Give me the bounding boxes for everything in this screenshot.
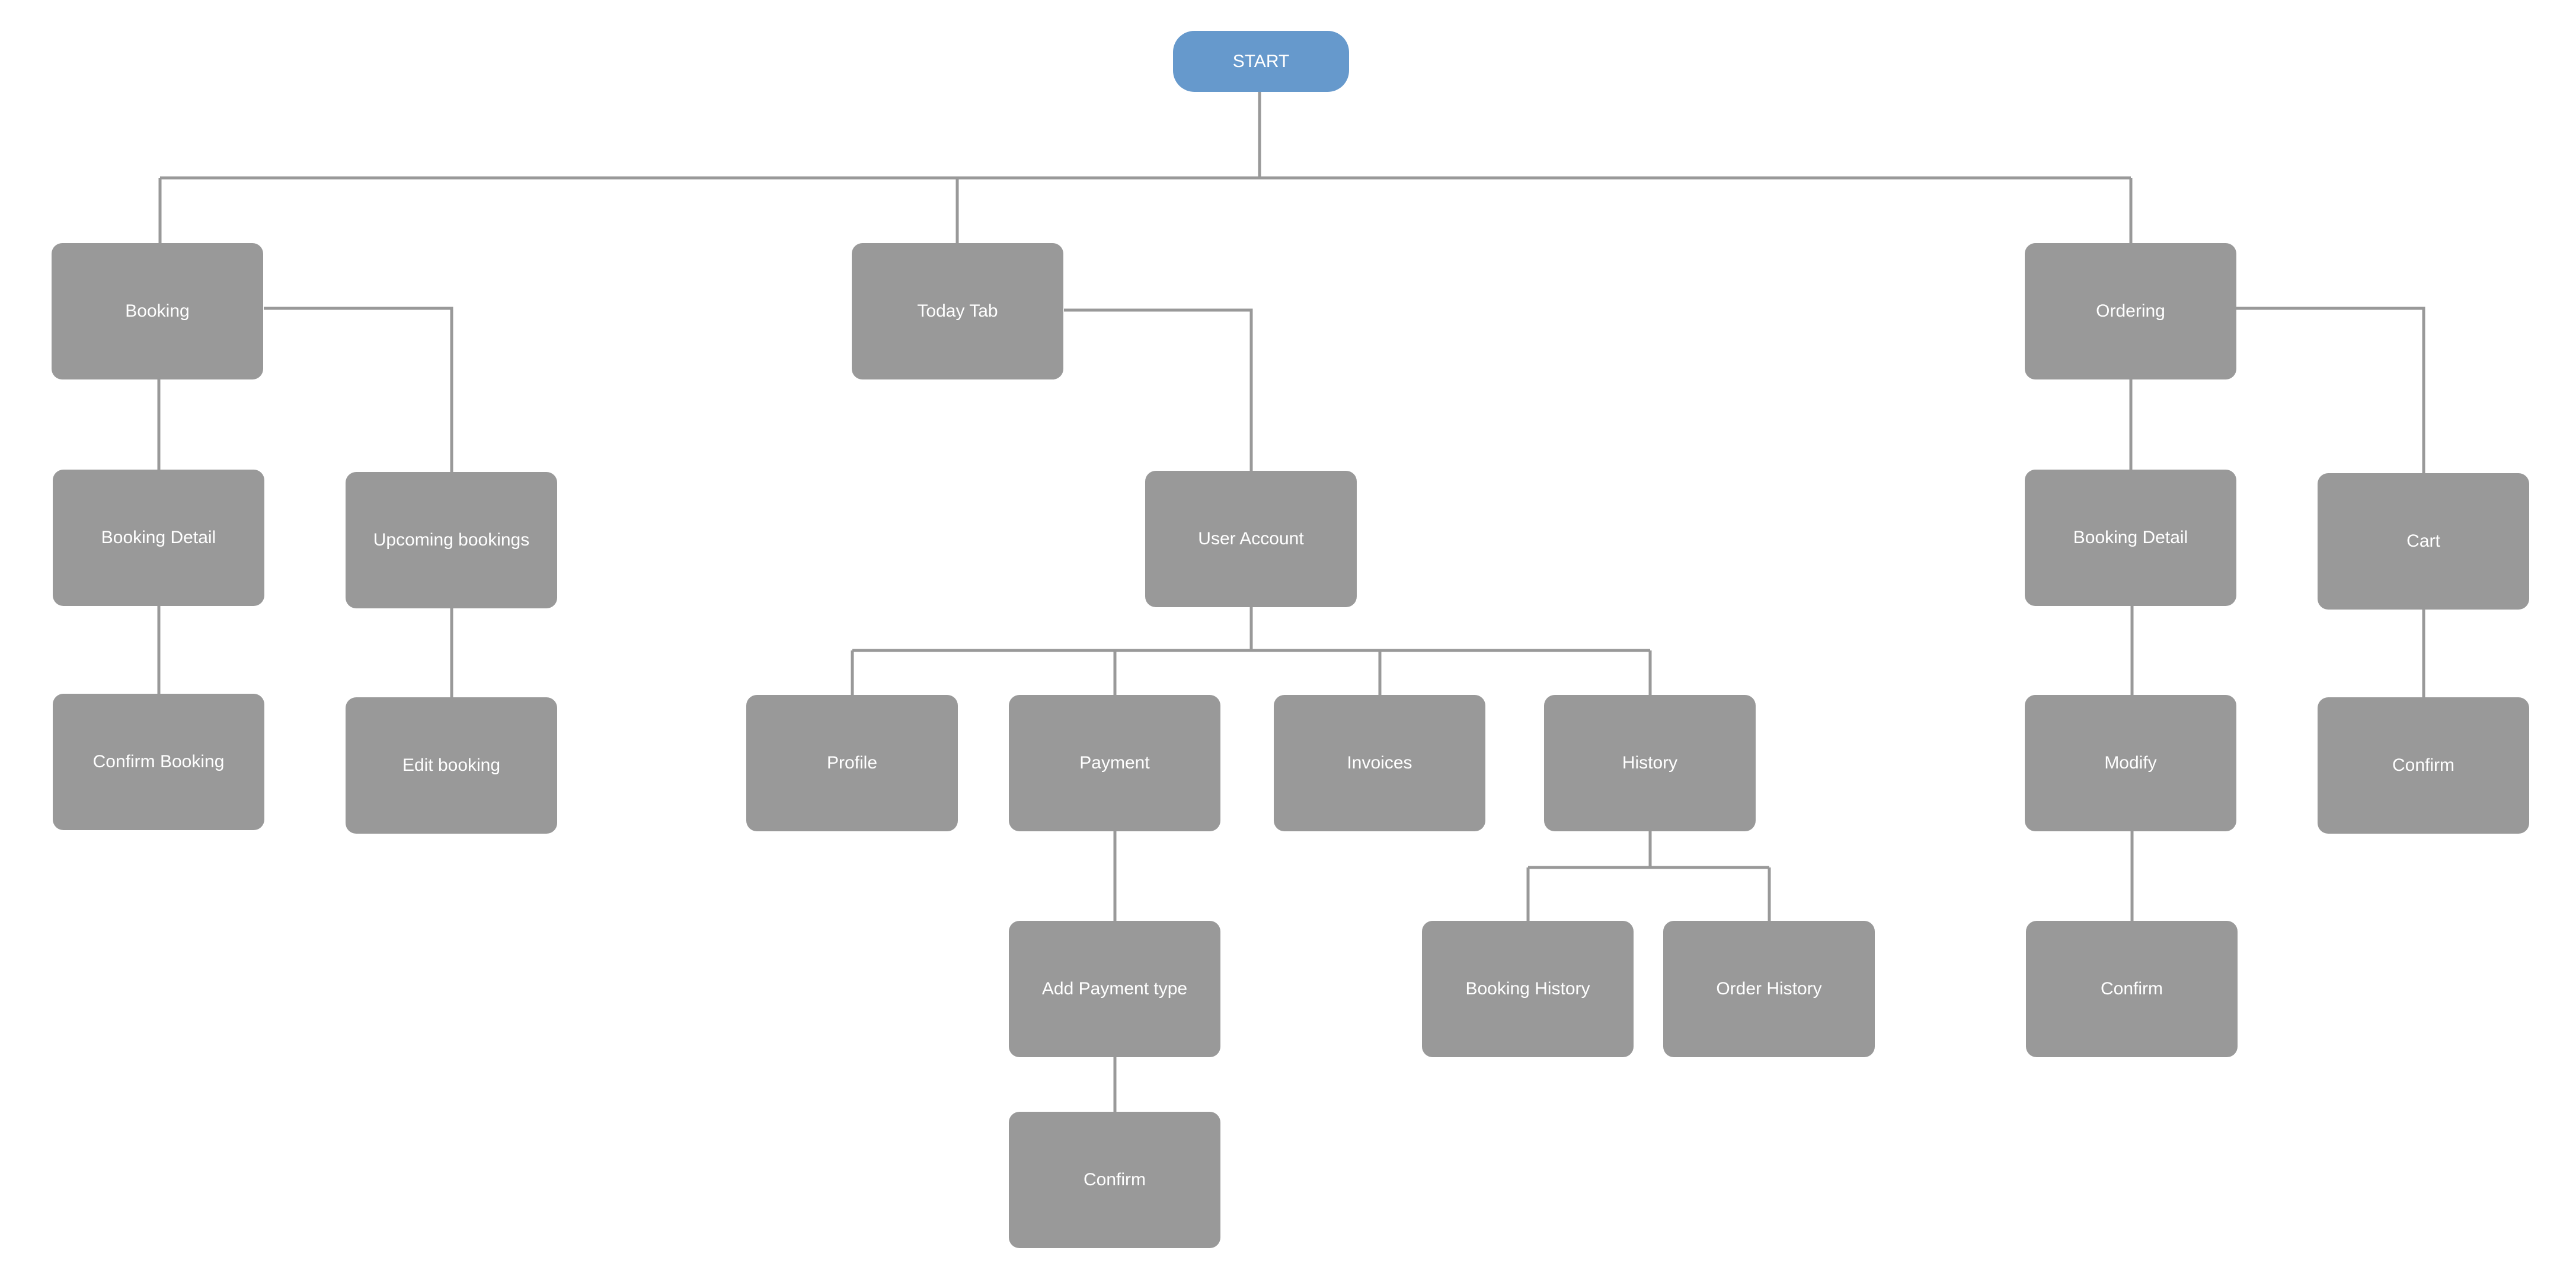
start-node[interactable]: START (1173, 31, 1349, 92)
today-tab-node[interactable]: Today Tab (852, 243, 1063, 379)
payment-confirm-node[interactable]: Confirm (1009, 1112, 1220, 1248)
edit-booking-node[interactable]: Edit booking (346, 697, 557, 834)
connector-start-bus (158, 92, 2133, 243)
connector-history-bus (1526, 831, 1771, 921)
modify-node[interactable]: Modify (2025, 695, 2236, 831)
booking-detail-node[interactable]: Booking Detail (53, 470, 264, 606)
order-history-node[interactable]: Order History (1663, 921, 1875, 1057)
connector-account-bus (851, 607, 1652, 695)
cart-confirm-node[interactable]: Confirm (2318, 697, 2529, 834)
user-account-node[interactable]: User Account (1145, 471, 1357, 607)
booking-node[interactable]: Booking (52, 243, 263, 379)
history-node[interactable]: History (1544, 695, 1756, 831)
connector-today-account (1064, 308, 1253, 471)
payment-node[interactable]: Payment (1009, 695, 1220, 831)
cart-node[interactable]: Cart (2318, 473, 2529, 610)
profile-node[interactable]: Profile (746, 695, 958, 831)
ordering-booking-detail-node[interactable]: Booking Detail (2025, 470, 2236, 606)
upcoming-bookings-node[interactable]: Upcoming bookings (346, 472, 557, 608)
connector-ordering-cart (2236, 307, 2425, 473)
confirm-booking-node[interactable]: Confirm Booking (53, 694, 264, 830)
modify-confirm-node[interactable]: Confirm (2026, 921, 2238, 1057)
invoices-node[interactable]: Invoices (1274, 695, 1485, 831)
add-payment-type-node[interactable]: Add Payment type (1009, 921, 1220, 1057)
booking-history-node[interactable]: Booking History (1422, 921, 1634, 1057)
connector-booking-upcoming (264, 307, 453, 472)
ordering-node[interactable]: Ordering (2025, 243, 2236, 379)
